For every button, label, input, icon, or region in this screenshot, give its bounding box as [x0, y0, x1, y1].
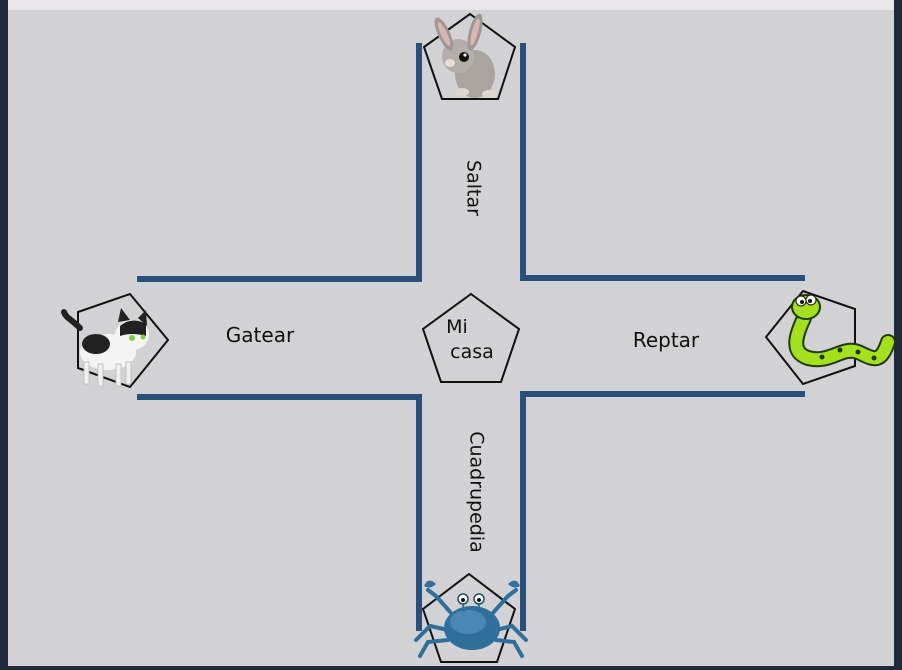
rabbit-pentagon [422, 12, 517, 100]
cat-icon [61, 308, 149, 387]
label-gatear: Gatear [226, 323, 295, 347]
center-label-line1: Mi [446, 316, 468, 338]
crab-icon [414, 580, 528, 658]
snake-node [764, 289, 896, 386]
crossroads-lines [137, 43, 805, 631]
road-bottom-right-edge [520, 391, 805, 631]
slide-canvas [8, 8, 894, 666]
cat-pentagon [77, 292, 170, 389]
center-node: Mi casa [421, 292, 521, 383]
snake-icon [788, 294, 896, 368]
road-top-right-edge [520, 43, 805, 281]
cat-node [61, 292, 170, 389]
center-pentagon [421, 292, 521, 383]
label-reptar: Reptar [633, 328, 700, 352]
rabbit-icon [434, 13, 498, 98]
rabbit-node [422, 12, 517, 100]
label-cuadrupedia: Cuadrupedia [466, 431, 488, 553]
crab-pentagon [421, 572, 517, 663]
label-saltar: Saltar [463, 160, 485, 216]
road-top-left-edge [137, 43, 422, 282]
center-label-line2: casa [450, 341, 494, 363]
crab-node [414, 572, 528, 663]
slide-top-edge [8, 0, 894, 10]
road-bottom-left-edge [137, 394, 422, 631]
